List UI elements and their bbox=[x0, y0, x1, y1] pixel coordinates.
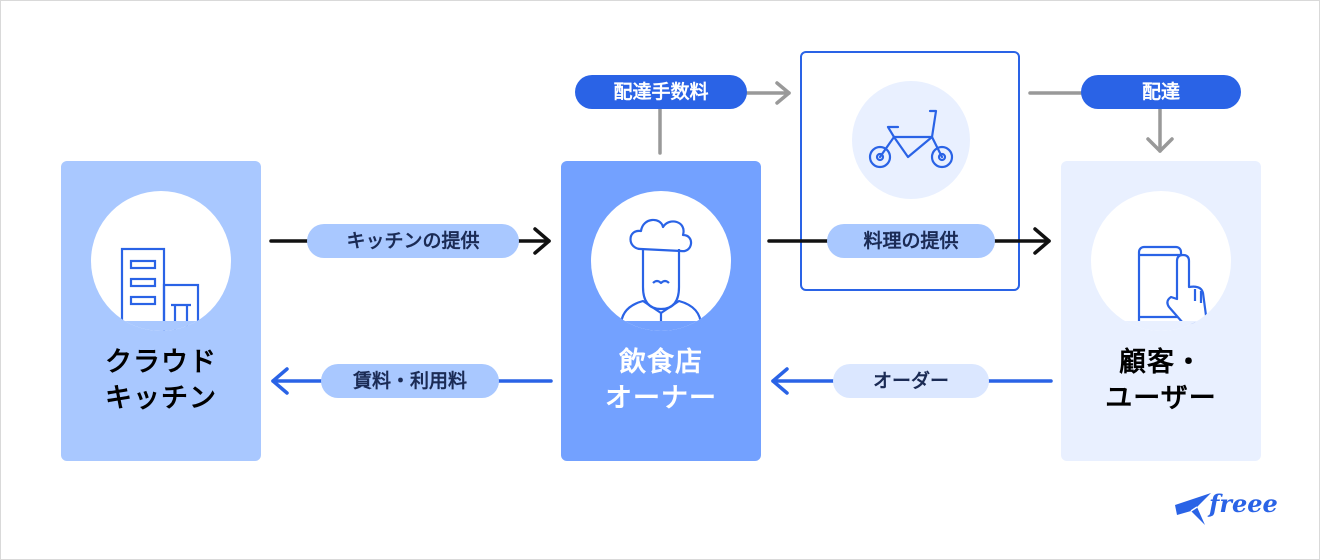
chef-icon bbox=[591, 218, 731, 331]
delivery-fee-label: 配達手数料 bbox=[575, 75, 747, 109]
restaurant-owner-icon-circle bbox=[591, 191, 731, 331]
food-provision-label: 料理の提供 bbox=[827, 224, 995, 258]
delivery-connector bbox=[1028, 91, 1174, 153]
customer-user-title: 顧客・ ユーザー bbox=[1061, 345, 1261, 417]
cloud-kitchen-title: クラウド キッチン bbox=[61, 345, 261, 417]
customer-user-card: 顧客・ ユーザー bbox=[1061, 161, 1261, 461]
smartphone-icon bbox=[1091, 245, 1231, 331]
freee-logo-text: freee bbox=[1209, 489, 1278, 518]
customer-user-title-line2: ユーザー bbox=[1105, 383, 1217, 414]
restaurant-owner-card: 飲食店 オーナー bbox=[561, 161, 761, 461]
cloud-kitchen-icon-circle bbox=[91, 191, 231, 331]
restaurant-owner-title-line1: 飲食店 bbox=[619, 347, 703, 378]
kitchen-provision-label: キッチンの提供 bbox=[307, 224, 519, 258]
cloud-kitchen-card: クラウド キッチン bbox=[61, 161, 261, 461]
bicycle-icon bbox=[868, 109, 954, 169]
restaurant-owner-title: 飲食店 オーナー bbox=[561, 345, 761, 417]
cloud-kitchen-title-line2: キッチン bbox=[105, 383, 217, 414]
restaurant-owner-title-line2: オーナー bbox=[605, 383, 717, 414]
freee-logo: freee bbox=[1171, 485, 1291, 529]
customer-user-icon-circle bbox=[1091, 191, 1231, 331]
customer-user-title-line1: 顧客・ bbox=[1119, 347, 1203, 378]
bird-logo-icon bbox=[1175, 493, 1211, 525]
rent-fee-label: 賃料・利用料 bbox=[321, 364, 499, 398]
cloud-kitchen-title-line1: クラウド bbox=[105, 347, 217, 378]
delivery-label: 配達 bbox=[1081, 75, 1241, 109]
bicycle-icon-circle bbox=[852, 81, 970, 199]
delivery-fee-connector bbox=[658, 81, 791, 155]
order-label: オーダー bbox=[833, 364, 989, 398]
